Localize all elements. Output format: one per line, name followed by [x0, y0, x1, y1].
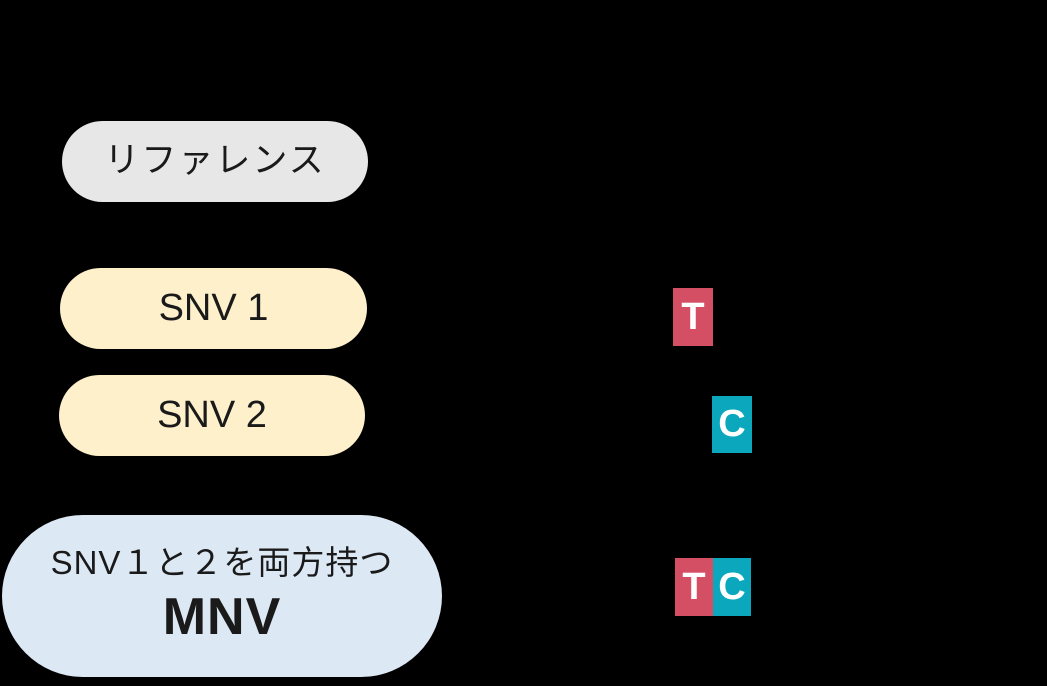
mnv-base-letter-C: C [718, 565, 746, 608]
mnv-base-group: T C [675, 558, 751, 616]
snv1-base-tile-T: T [673, 288, 713, 346]
mnv-label-line2: MNV [162, 588, 282, 647]
snv2-base-letter: C [718, 403, 746, 445]
reference-label: リファレンス [104, 141, 326, 181]
snv1-base-letter: T [681, 295, 705, 338]
snv2-pill: SNV 2 [59, 375, 365, 456]
mnv-label-line1: SNV１と２を両方持つ [50, 544, 394, 582]
snv2-label: SNV 2 [157, 393, 267, 436]
snv1-pill: SNV 1 [60, 268, 367, 349]
mnv-base-letter-T: T [682, 565, 706, 608]
snv2-base-tile-C: C [712, 396, 752, 453]
mnv-pill: SNV１と２を両方持つ MNV [2, 515, 442, 677]
snv1-label: SNV 1 [158, 286, 269, 329]
mnv-base-tile-T: T [675, 558, 713, 616]
reference-pill: リファレンス [62, 121, 368, 202]
mnv-base-tile-C: C [713, 558, 751, 616]
